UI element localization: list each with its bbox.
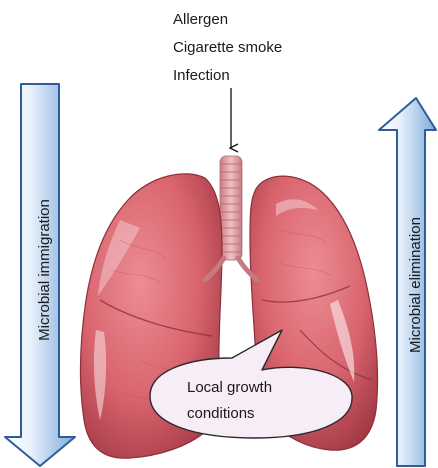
trigger-allergen: Allergen bbox=[173, 11, 228, 28]
left-arrow: Microbial immigration bbox=[5, 84, 75, 466]
right-arrow-label: Microbial elimination bbox=[407, 217, 424, 353]
trigger-cigarette-smoke: Cigarette smoke bbox=[173, 39, 282, 56]
right-arrow: Microbial elimination bbox=[379, 98, 436, 466]
trachea bbox=[220, 156, 242, 260]
trigger-list: Allergen Cigarette smoke Infection bbox=[173, 11, 282, 84]
left-arrow-label: Microbial immigration bbox=[36, 199, 53, 341]
callout-line-1: Local growth bbox=[187, 379, 272, 396]
callout-line-2: conditions bbox=[187, 405, 255, 422]
trigger-infection: Infection bbox=[173, 67, 230, 84]
